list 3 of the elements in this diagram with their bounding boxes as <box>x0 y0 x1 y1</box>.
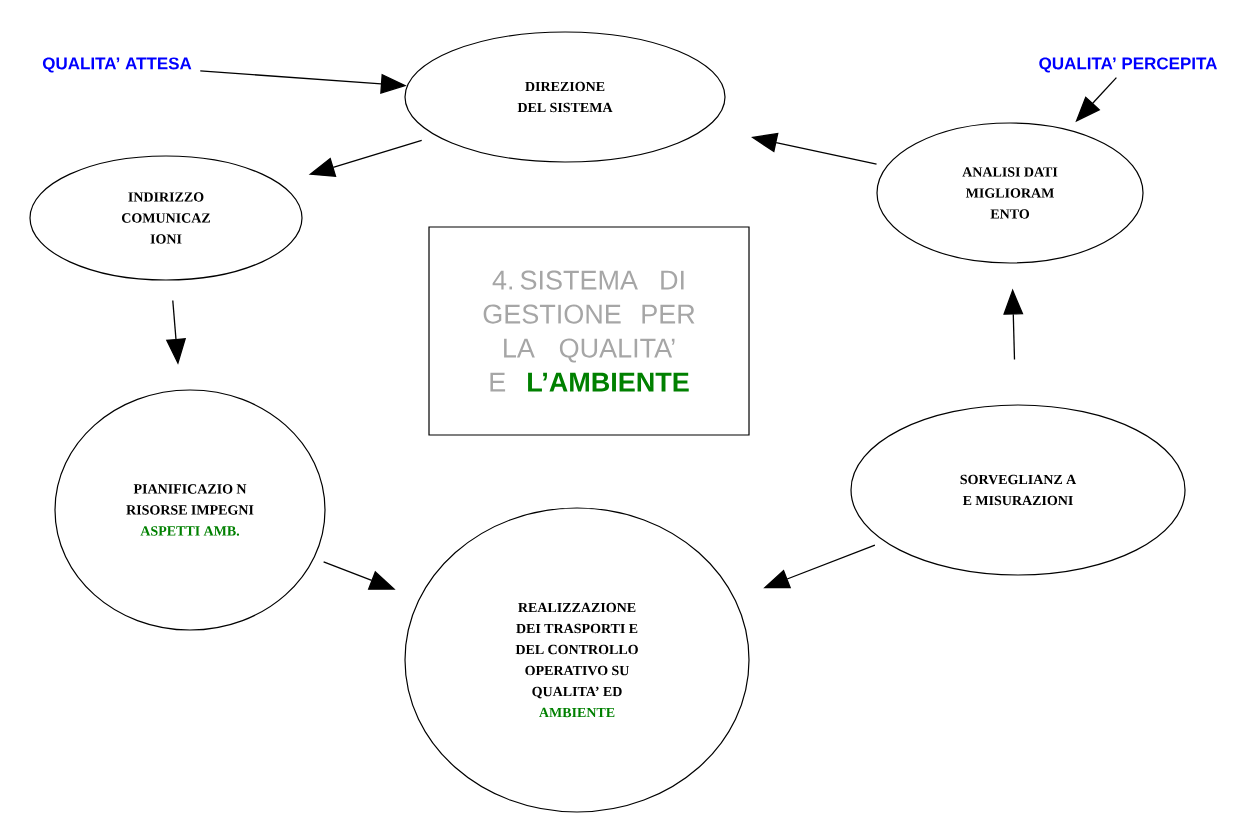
title-box: 4. SISTEMA DI GESTIONE PER LA QUALITA’ E L’AMBIENTE <box>428 226 750 436</box>
text-label: QUALITA’ PERCEPITA <box>1039 57 1217 73</box>
text-label: QUALITA’ ATTESA <box>42 57 192 73</box>
